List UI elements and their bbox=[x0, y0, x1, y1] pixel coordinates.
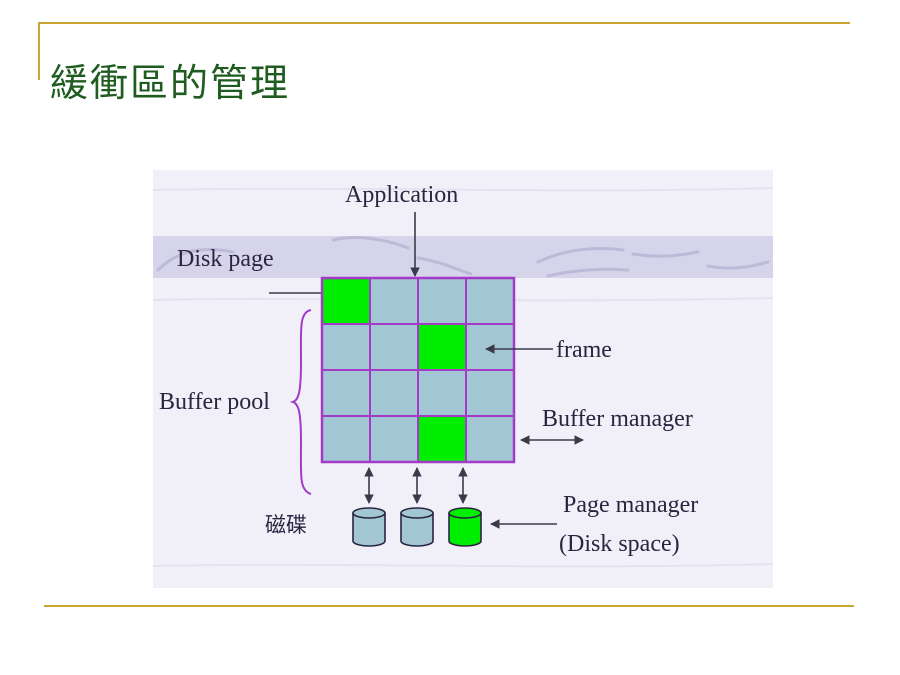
left-rule bbox=[38, 22, 40, 80]
slide-title: 緩衝區的管理 bbox=[50, 61, 291, 105]
frame-label: frame bbox=[556, 337, 612, 363]
buffer-pool-grid bbox=[320, 276, 516, 464]
disk-cylinders bbox=[352, 507, 482, 547]
buffer-manager-label: Buffer manager bbox=[542, 406, 693, 432]
disk-body bbox=[448, 513, 482, 547]
buffer-frame-cell bbox=[417, 323, 467, 371]
buffer-management-figure: Application Disk page frame Buffer pool … bbox=[153, 170, 773, 588]
disk-cylinder bbox=[448, 507, 482, 547]
disk-page-label: Disk page bbox=[177, 246, 274, 272]
disk-cylinder bbox=[400, 507, 434, 547]
buffer-frame-cell bbox=[321, 415, 371, 463]
disk-body bbox=[352, 513, 386, 547]
buffer-frame-cell bbox=[417, 415, 467, 463]
buffer-frame-cell bbox=[321, 369, 371, 417]
buffer-frame-cell bbox=[321, 277, 371, 325]
buffer-frame-cell bbox=[465, 323, 515, 371]
disk-label: 磁碟 bbox=[265, 513, 307, 537]
grid-disk-arrows bbox=[364, 467, 468, 504]
buffer-frame-cell bbox=[369, 323, 419, 371]
buffer-pool-label: Buffer pool bbox=[159, 389, 270, 415]
disk-top bbox=[448, 507, 482, 519]
application-label: Application bbox=[345, 182, 458, 208]
top-rule bbox=[38, 22, 850, 24]
buffer-frame-cell bbox=[369, 277, 419, 325]
band-swirls bbox=[156, 236, 770, 278]
buffer-pool-brace bbox=[289, 309, 312, 495]
disk-top bbox=[400, 507, 434, 519]
buffer-frame-cell bbox=[369, 369, 419, 417]
disk-space-label: (Disk space) bbox=[559, 531, 680, 557]
buffer-frame-cell bbox=[465, 369, 515, 417]
buffer-pool-outline bbox=[320, 276, 516, 464]
disk-top bbox=[352, 507, 386, 519]
buffer-frame-cell bbox=[417, 369, 467, 417]
page-manager-label: Page manager bbox=[563, 492, 698, 518]
buffer-frame-cell bbox=[321, 323, 371, 371]
buffer-frame-cell bbox=[465, 415, 515, 463]
buffer-frame-cell bbox=[369, 415, 419, 463]
disk-body bbox=[400, 513, 434, 547]
buffer-frame-cell bbox=[417, 277, 467, 325]
disk-cylinder bbox=[352, 507, 386, 547]
bottom-rule bbox=[44, 605, 854, 607]
buffer-frame-cell bbox=[465, 277, 515, 325]
